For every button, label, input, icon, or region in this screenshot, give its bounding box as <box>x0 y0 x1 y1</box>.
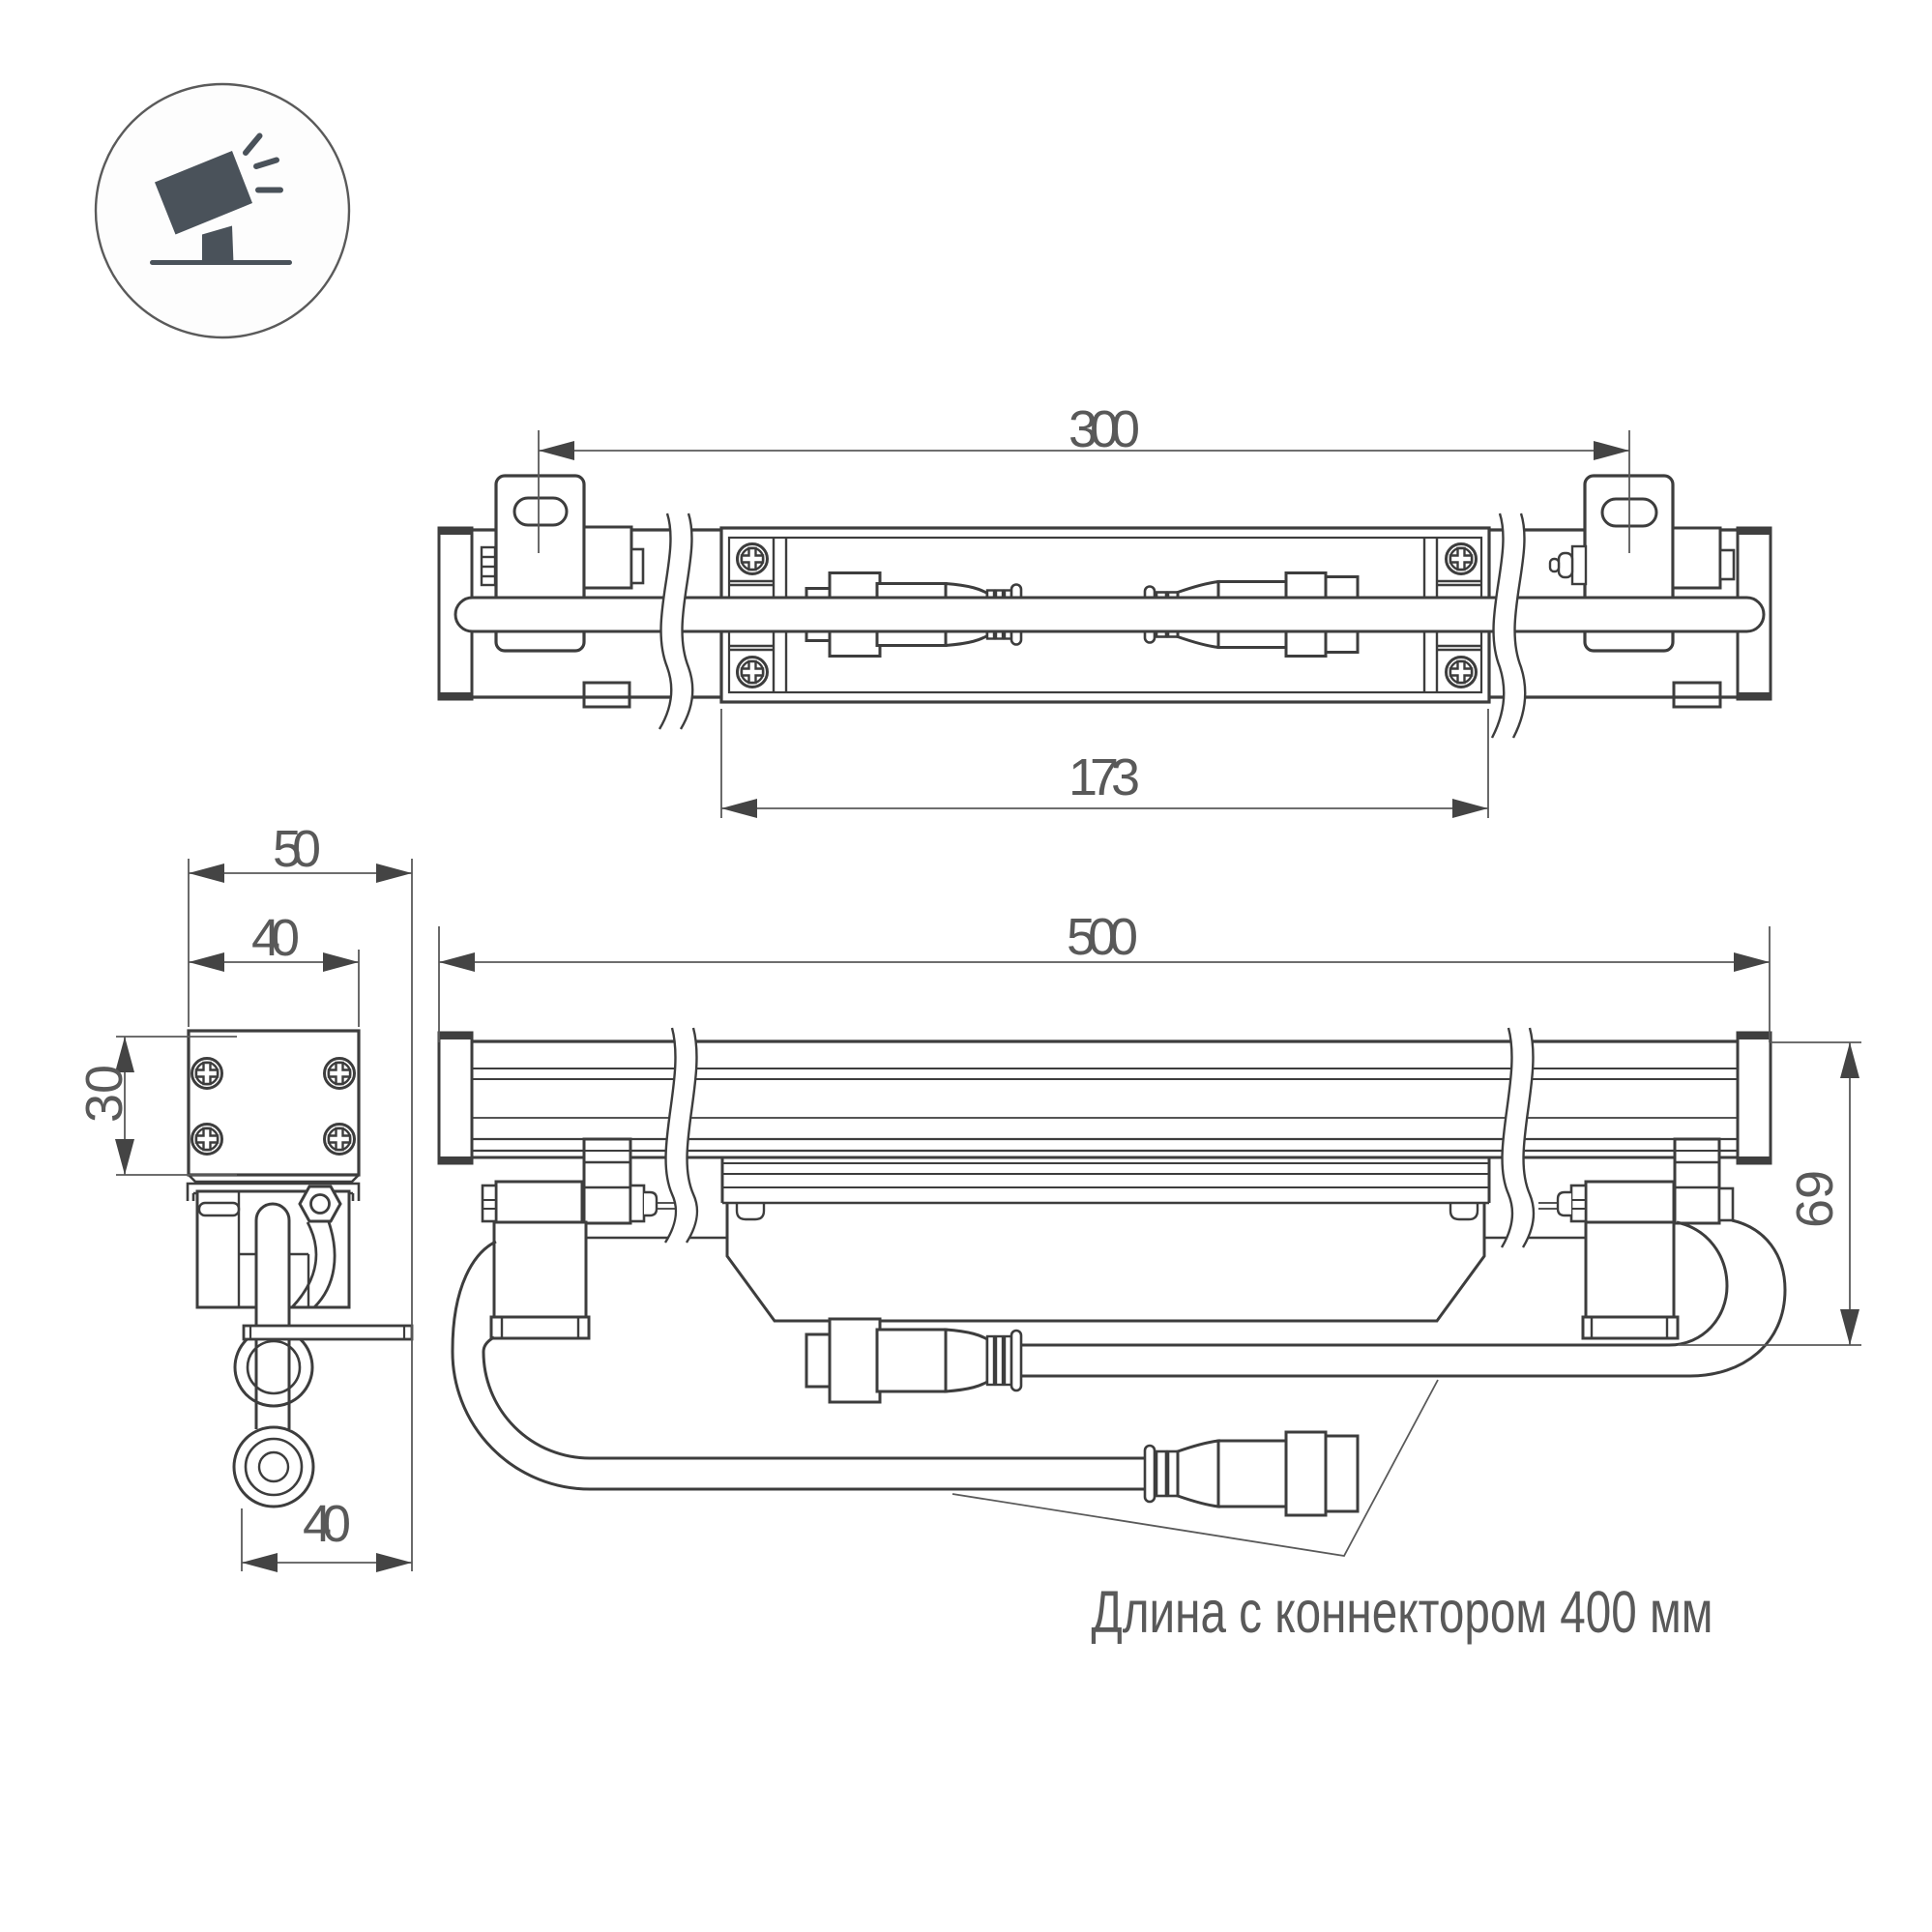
svg-text:500: 500 <box>1067 908 1138 966</box>
svg-text:50: 50 <box>273 820 321 878</box>
svg-text:Длина с коннектором 400 мм: Длина с коннектором 400 мм <box>1092 1579 1713 1645</box>
svg-text:40: 40 <box>251 909 300 967</box>
svg-text:173: 173 <box>1068 748 1140 806</box>
svg-text:40: 40 <box>303 1495 351 1553</box>
svg-text:69: 69 <box>1786 1170 1844 1228</box>
svg-text:30: 30 <box>75 1065 133 1123</box>
svg-text:300: 300 <box>1068 400 1140 458</box>
